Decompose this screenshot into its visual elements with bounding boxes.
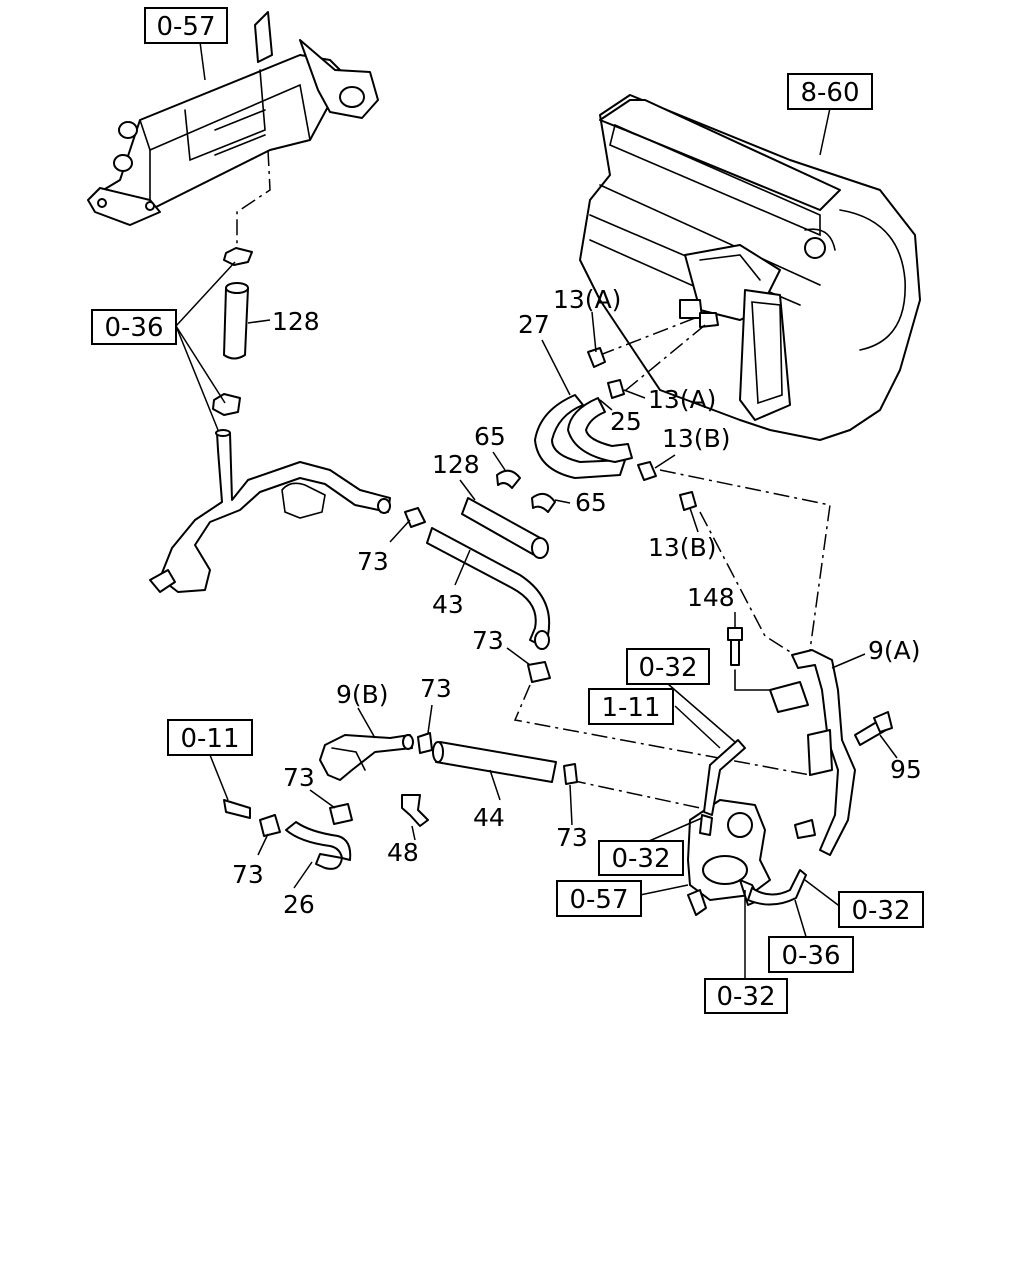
connector-011 — [223, 799, 251, 819]
label-43: 43 — [432, 590, 464, 619]
hose-27 — [534, 394, 626, 479]
label-73-5: 73 — [556, 823, 588, 852]
label-65-2: 65 — [575, 488, 607, 517]
ref-111-text: 1-11 — [601, 693, 660, 723]
label-73-6: 73 — [232, 860, 264, 889]
label-44: 44 — [473, 803, 505, 832]
pipe-9b — [319, 734, 414, 781]
clip-65-lower — [531, 492, 556, 513]
ref-036-bottom-text: 0-36 — [781, 941, 840, 971]
engine-block — [579, 94, 921, 441]
hose-44 — [432, 741, 557, 783]
label-95: 95 — [890, 755, 922, 784]
bolt-48 — [401, 794, 429, 827]
label-65-1: 65 — [474, 422, 506, 451]
clamp-73-d — [329, 803, 353, 825]
small-pipe-032-upper — [703, 739, 746, 816]
hose-26 — [285, 821, 352, 870]
hose-25 — [567, 397, 633, 463]
ref-011-text: 0-11 — [180, 724, 239, 754]
ref-box-032-b[interactable]: 0-32 — [598, 840, 684, 876]
clamp-73-c — [417, 732, 433, 754]
ref-057-bottom-text: 0-57 — [569, 885, 628, 915]
ref-032-a-text: 0-32 — [638, 653, 697, 683]
clamp-lower-left — [212, 393, 241, 416]
ref-057-top-text: 0-57 — [156, 12, 215, 42]
label-9a: 9(A) — [868, 636, 921, 665]
pipe-9a — [769, 649, 856, 856]
label-128-top: 128 — [272, 307, 320, 336]
label-9b: 9(B) — [336, 680, 389, 709]
clamp-73-a — [404, 507, 426, 528]
thermostat-housing — [687, 799, 771, 916]
label-148: 148 — [687, 583, 735, 612]
clamps-13a — [587, 347, 625, 399]
ref-box-032-a[interactable]: 0-32 — [626, 648, 710, 685]
ref-box-057-bottom[interactable]: 0-57 — [556, 880, 642, 917]
egr-cooler — [87, 11, 379, 226]
clamp-13b-lower — [679, 491, 697, 511]
clamp-upper-left — [223, 247, 253, 266]
label-13b-2: 13(B) — [648, 533, 716, 562]
label-73-1: 73 — [357, 547, 389, 576]
label-13a-2: 13(A) — [648, 385, 716, 414]
clamp-73-b — [527, 661, 551, 683]
label-73-4: 73 — [283, 763, 315, 792]
ref-box-032-c[interactable]: 0-32 — [838, 891, 924, 928]
hose-128-upper — [223, 282, 249, 360]
ref-box-860[interactable]: 8-60 — [787, 73, 873, 110]
ref-box-057-top[interactable]: 0-57 — [144, 7, 228, 44]
ref-box-111[interactable]: 1-11 — [588, 688, 674, 725]
clip-65-upper — [496, 469, 521, 489]
clamp-73-f — [259, 814, 281, 837]
label-27: 27 — [518, 310, 550, 339]
label-26: 26 — [283, 890, 315, 919]
nipple-right — [794, 819, 816, 839]
label-48: 48 — [387, 838, 419, 867]
label-128-mid: 128 — [432, 450, 480, 479]
label-13a-1: 13(A) — [553, 285, 621, 314]
ref-860-text: 8-60 — [800, 78, 859, 108]
ref-032-b-text: 0-32 — [611, 844, 670, 874]
label-73-2: 73 — [472, 626, 504, 655]
bolt-95 — [854, 711, 893, 746]
ref-box-036-bottom[interactable]: 0-36 — [768, 936, 854, 973]
small-pipe-036-lower — [747, 869, 807, 906]
ref-box-032-d[interactable]: 0-32 — [704, 978, 788, 1014]
hose-128-middle — [461, 497, 549, 559]
label-25: 25 — [610, 407, 642, 436]
ref-box-011[interactable]: 0-11 — [167, 719, 253, 756]
bypass-pipe-left — [149, 429, 391, 593]
ref-032-c-text: 0-32 — [851, 896, 910, 926]
clamp-13b-upper — [637, 461, 657, 481]
hose-43 — [426, 527, 551, 650]
clamp-73-e — [563, 763, 578, 785]
bolt-148 — [727, 627, 743, 666]
ref-032-d-text: 0-32 — [716, 982, 775, 1012]
ref-box-036-left[interactable]: 0-36 — [91, 309, 177, 345]
label-73-3: 73 — [420, 674, 452, 703]
label-13b-1: 13(B) — [662, 424, 730, 453]
ref-036-left-text: 0-36 — [104, 313, 163, 343]
